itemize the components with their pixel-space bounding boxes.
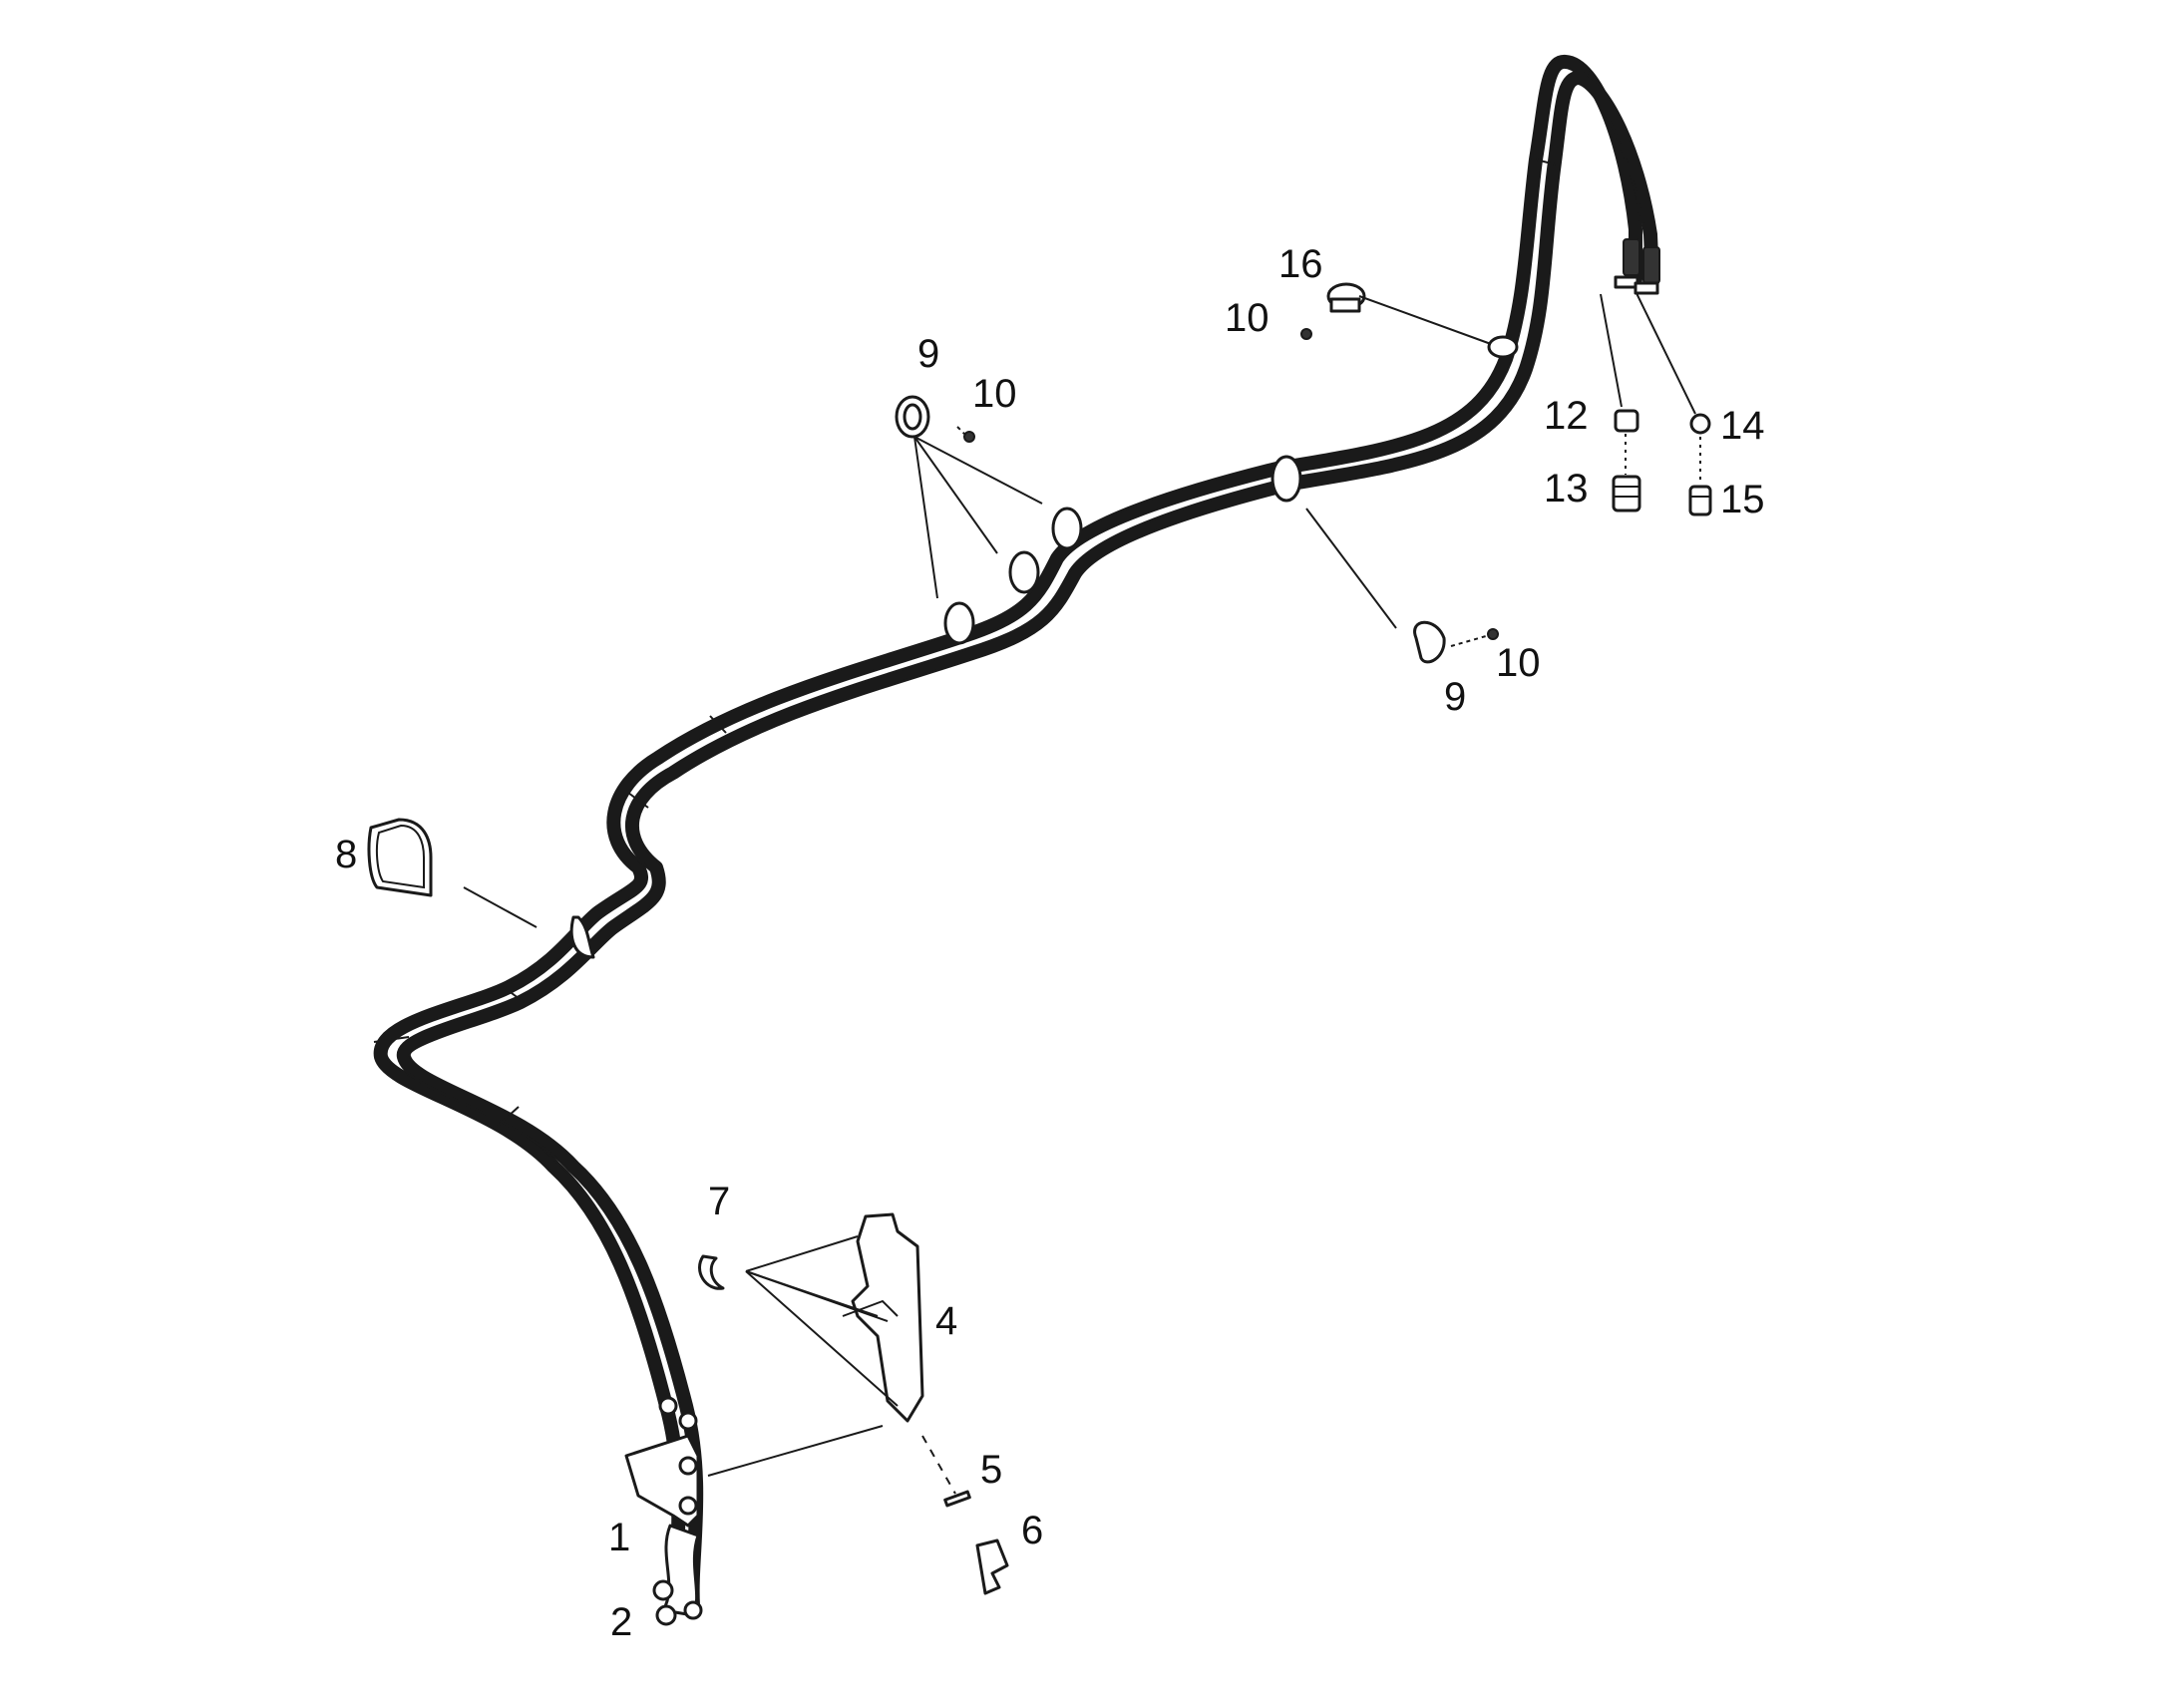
callout-8: 8 bbox=[335, 833, 357, 876]
callout-4: 4 bbox=[935, 1299, 957, 1343]
callout-15: 15 bbox=[1720, 478, 1765, 521]
callout-10-top: 10 bbox=[1225, 296, 1270, 340]
callout-2: 2 bbox=[610, 1600, 632, 1644]
callout-13: 13 bbox=[1544, 467, 1589, 511]
part-6-bolt bbox=[975, 1538, 1009, 1595]
bottom-bracket bbox=[624, 1396, 703, 1626]
callout-labels: 1 2 4 5 6 7 8 9 9 10 10 10 12 13 14 15 1… bbox=[335, 242, 1765, 1644]
part-10-screws bbox=[963, 328, 1499, 640]
callout-5: 5 bbox=[980, 1448, 1002, 1492]
part-7-grommet bbox=[698, 1254, 725, 1290]
hose-clamps bbox=[569, 335, 1519, 959]
part-5-pin bbox=[943, 1490, 971, 1508]
part-16-clamp bbox=[1326, 282, 1366, 313]
callout-12: 12 bbox=[1544, 394, 1589, 438]
couplers bbox=[1614, 238, 1660, 295]
callout-16: 16 bbox=[1278, 242, 1323, 286]
callout-14: 14 bbox=[1720, 404, 1765, 448]
part-9-clamp-lower bbox=[1413, 620, 1446, 664]
part-14-15-fittings bbox=[1688, 413, 1712, 516]
part-9-clamp-upper bbox=[895, 395, 930, 439]
callout-6: 6 bbox=[1021, 1509, 1043, 1552]
leader-lines bbox=[463, 290, 1701, 1495]
callout-7: 7 bbox=[708, 1180, 730, 1223]
callout-9-upper: 9 bbox=[917, 332, 939, 376]
callout-10-upper: 10 bbox=[972, 372, 1017, 416]
callout-1: 1 bbox=[608, 1516, 630, 1559]
part-8-gasket bbox=[367, 818, 433, 897]
part-4-bracket bbox=[842, 1212, 924, 1423]
hose-assembly bbox=[373, 55, 1660, 1626]
callout-10-lower: 10 bbox=[1496, 641, 1541, 685]
part-12-13-fittings bbox=[1612, 409, 1641, 512]
callout-9-lower: 9 bbox=[1444, 675, 1466, 719]
